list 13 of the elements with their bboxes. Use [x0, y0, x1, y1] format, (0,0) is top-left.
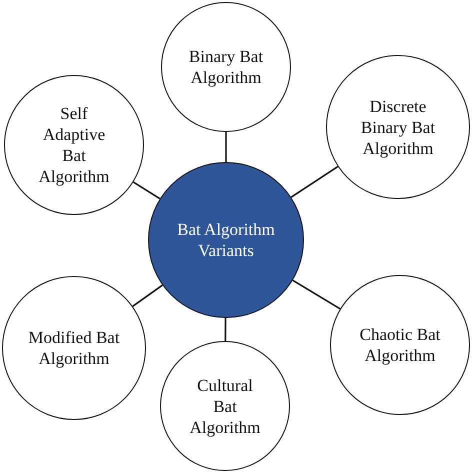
connector-line	[132, 181, 160, 200]
circle-label: Binary Bat Algorithm	[188, 46, 264, 88]
circle-label: Discrete Binary Bat Algorithm	[360, 96, 436, 158]
connector-line	[225, 132, 227, 162]
connector-line	[292, 280, 340, 310]
connector-line	[132, 284, 163, 307]
circle-label: Chaotic Bat Algorithm	[358, 324, 442, 366]
connector-line	[224, 318, 226, 341]
circle-label: Self Adaptive Bat Algorithm	[38, 103, 110, 187]
circle-label: Bat Algorithm Variants	[176, 219, 276, 261]
circle-label: Cultural Bat Algorithm	[188, 374, 262, 438]
connector-line	[290, 166, 338, 198]
circle-label: Modified Bat Algorithm	[27, 327, 121, 369]
